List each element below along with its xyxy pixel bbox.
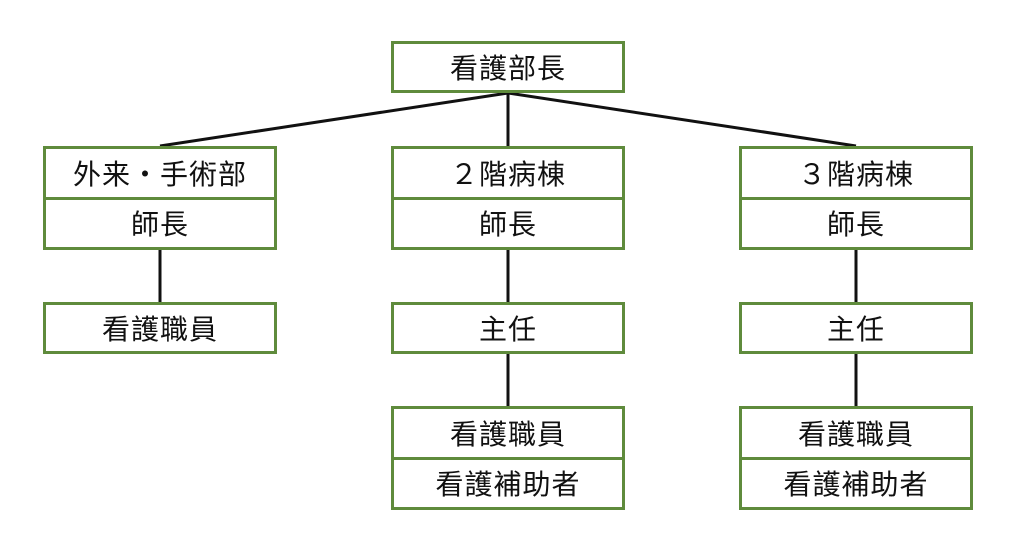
outpatient-surgery-dept-box: 外来・手術部 師長 <box>43 146 277 250</box>
ward3-head-label: 師長 <box>742 196 970 248</box>
ward3-staff-box: 看護職員 看護補助者 <box>739 406 973 510</box>
ward3-nursing-staff-label: 看護職員 <box>797 417 914 451</box>
ward3-dept-name: ３階病棟 <box>797 157 914 191</box>
ward3-dept-box: ３階病棟 師長 <box>739 146 973 250</box>
outpatient-surgery-head-label: 師長 <box>46 196 274 248</box>
ward2-dept-box: ２階病棟 師長 <box>391 146 625 250</box>
nursing-director-box: 看護部長 <box>391 41 625 93</box>
outpatient-surgery-staff-box: 看護職員 <box>43 302 277 354</box>
outpatient-surgery-dept-name: 外来・手術部 <box>72 157 247 191</box>
ward3-nursing-assistant-label: 看護補助者 <box>742 456 970 508</box>
nursing-director-label: 看護部長 <box>449 52 566 85</box>
ward2-head-label: 師長 <box>394 196 622 248</box>
connector-root-to-outpatient <box>159 91 509 148</box>
ward3-chief-box: 主任 <box>739 302 973 354</box>
ward2-nursing-staff-label: 看護職員 <box>449 417 566 451</box>
ward2-chief-label: 主任 <box>478 313 537 346</box>
ward2-dept-name: ２階病棟 <box>449 157 566 191</box>
ward2-chief-box: 主任 <box>391 302 625 354</box>
ward2-staff-box: 看護職員 看護補助者 <box>391 406 625 510</box>
connector-root-to-ward3 <box>507 91 857 148</box>
ward2-nursing-assistant-label: 看護補助者 <box>394 456 622 508</box>
outpatient-surgery-staff-label: 看護職員 <box>101 313 218 346</box>
ward3-chief-label: 主任 <box>826 313 885 346</box>
